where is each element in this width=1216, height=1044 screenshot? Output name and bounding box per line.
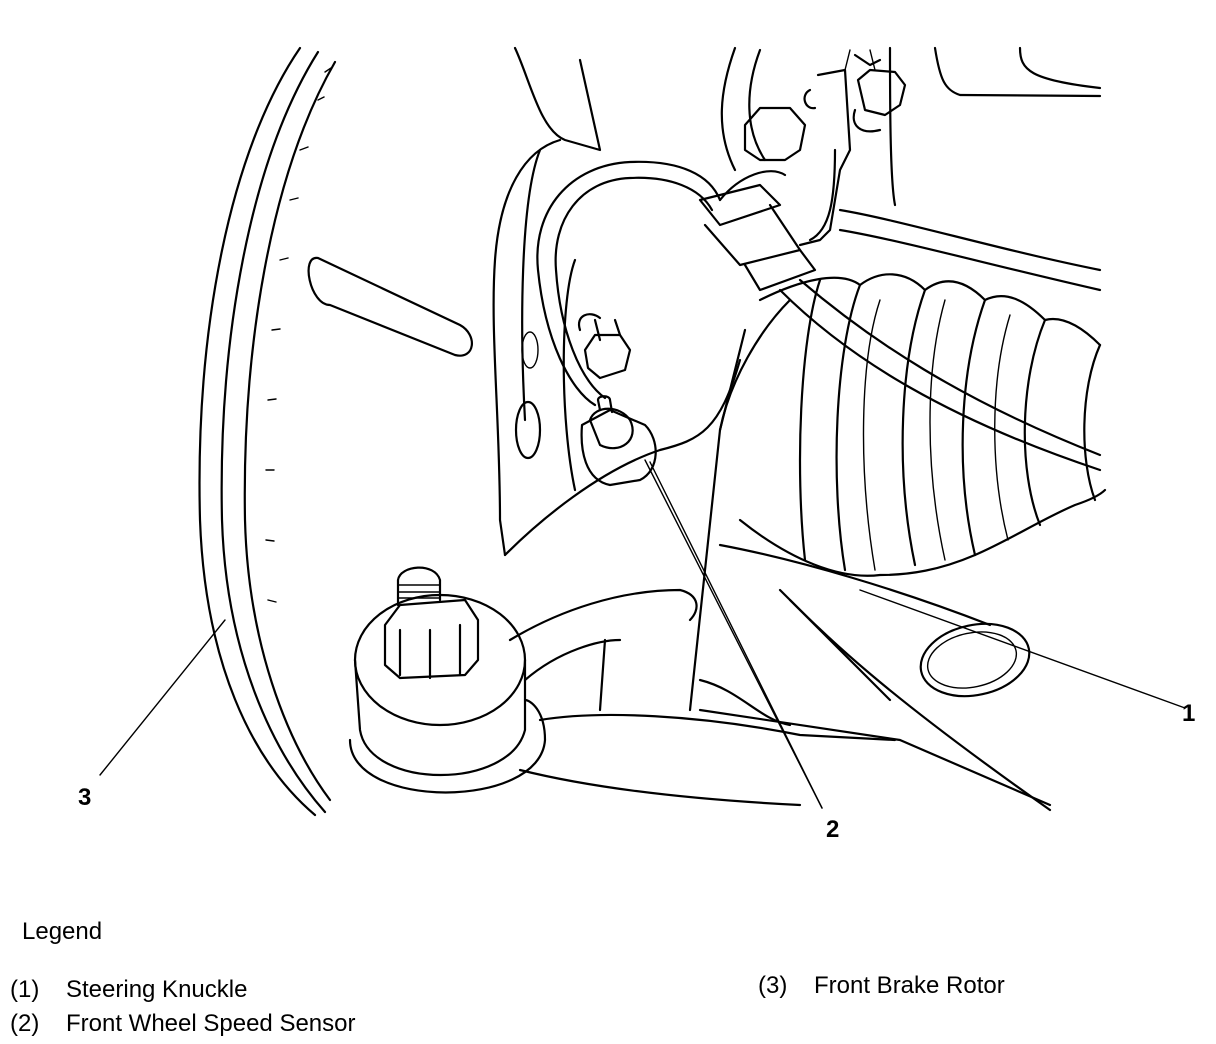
legend-item-3: (3) Front Brake Rotor [758,972,1005,1000]
legend-item-label: Front Wheel Speed Sensor [66,1010,356,1037]
callout-3: 3 [78,784,92,811]
ball-joint-nut [348,566,547,794]
callout-1: 1 [1182,700,1196,727]
legend-item-number: (1) [10,976,40,1003]
legend-item-1: (1) Steering Knuckle [10,976,247,1004]
callout-2: 2 [826,816,840,843]
legend-item-label: Front Brake Rotor [814,972,1005,999]
lower-control-arm [508,588,897,807]
steering-knuckle [492,46,1052,812]
sensor-harness [536,46,1102,472]
legend-item-label: Steering Knuckle [66,976,248,1003]
tie-rod-lever [307,256,473,357]
wheel-speed-sensor [577,313,657,487]
leader-line-1 [859,589,1186,709]
legend-item-2: (2) Front Wheel Speed Sensor [10,1010,356,1038]
suspension-illustration [99,46,1186,817]
brake-rotor [198,46,337,817]
legend-item-number: (3) [758,972,788,999]
legend-item-number: (2) [10,1010,40,1037]
tie-rod-boot [738,273,1107,577]
leader-line-3 [99,619,226,776]
legend-title: Legend [22,918,103,945]
